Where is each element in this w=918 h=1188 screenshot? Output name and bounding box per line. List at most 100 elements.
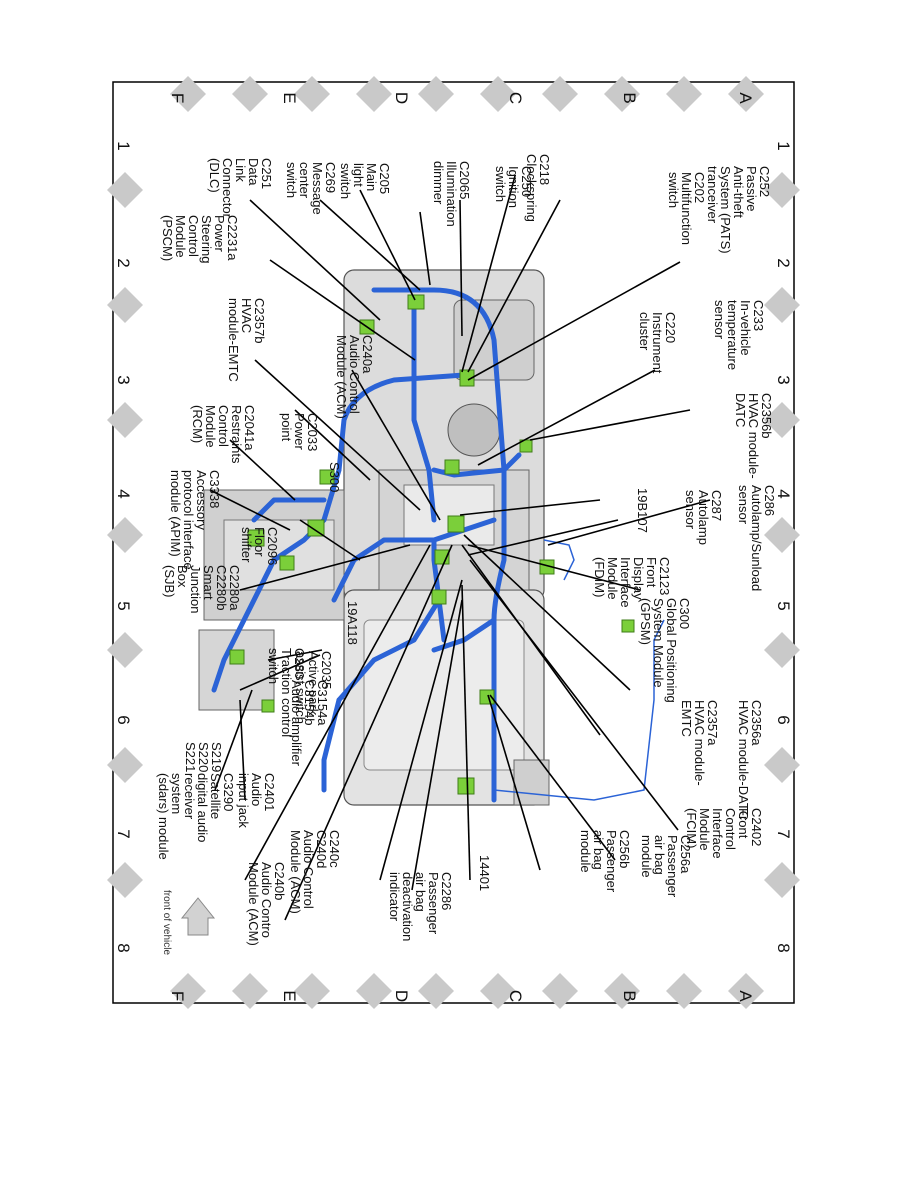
callout-label-line: input jack	[236, 773, 251, 828]
callout-label-line: C220	[663, 312, 678, 343]
callout-label-line: receiver	[182, 773, 197, 820]
callout-label-line: System (PATS)	[718, 166, 733, 254]
callout-label-line: C3154b	[302, 680, 317, 726]
callout-label-line: Smart	[201, 565, 216, 600]
callout-label-line: shifter	[239, 527, 254, 563]
callout-label-line: (FDIM)	[592, 557, 607, 597]
border-diamond	[107, 402, 143, 438]
border-diamond	[356, 76, 392, 112]
callout-label-line: sensor	[683, 490, 698, 530]
callout-label-line: S220	[196, 742, 211, 772]
callout-label-line: C2041a	[242, 405, 257, 451]
callout-label-line: Passenger	[665, 835, 680, 898]
grid-col-label-right: 1	[774, 141, 793, 150]
callout-label-line: Module	[203, 405, 218, 448]
callout-label: 14401	[477, 855, 492, 891]
grid-row-label-top: B	[620, 92, 639, 103]
callout-label-line: C205	[377, 163, 392, 194]
callout-label: C2357aHVAC module-EMTC	[679, 700, 720, 786]
border-diamond	[604, 76, 640, 112]
grid-row-label-bottom: B	[620, 990, 639, 1001]
callout-label-line: Module (ACM)	[288, 830, 303, 914]
border-diamond	[232, 973, 268, 1009]
grid-row-label-top: D	[392, 92, 411, 104]
callout-label: C240cC240dAudio ControlModule (ACM)	[288, 830, 342, 914]
callout-label: C2065Illuminationdimmer	[431, 161, 472, 227]
callout-label: C2041aRestraintsControlModule(RCM)	[190, 405, 257, 464]
border-diamond	[764, 632, 800, 668]
grid-col-label-left: 5	[114, 601, 133, 610]
callout-label-line: assist switch	[293, 651, 308, 724]
callout-label: C286Autolamp/Sunloadsensor	[736, 485, 777, 591]
callout-label-line: C2033	[305, 413, 320, 451]
callout-label-line: Control	[216, 405, 231, 447]
callout-label-line: Autolamp	[696, 490, 711, 545]
callout-label-line: C2401	[262, 773, 277, 811]
callout-label-line: C218	[537, 154, 552, 185]
grid-col-label-left: 1	[114, 141, 133, 150]
grid-col-label-left: 2	[114, 258, 133, 267]
border-diamond	[418, 76, 454, 112]
border-diamond	[764, 517, 800, 553]
callout-label: C256aPassengerair bagmodule	[639, 835, 693, 898]
callout-label-line: Interface	[710, 808, 725, 859]
callout-label-line: module	[639, 835, 654, 878]
callout-label-line: Data	[246, 158, 261, 186]
callout-label-line: light	[351, 163, 366, 187]
callout-label-line: C280	[292, 648, 307, 679]
callout-label-line: Display	[631, 557, 646, 600]
callout-label-line: C2096	[265, 527, 280, 565]
callout-label-line: Clockspring	[524, 154, 539, 222]
callout-label: C2402FrontControlInterfaceModule(FCIM)	[684, 808, 764, 859]
callout-label: C3338Accessoryprotocol interfacemodule (…	[168, 470, 222, 570]
border-diamond	[170, 973, 206, 1009]
callout-label: C3290Satellitedigital audioreceiversyste…	[156, 773, 236, 860]
callout-label-line: Control	[186, 215, 201, 257]
callout-label-line: HVAC module-	[692, 700, 707, 786]
border-diamond	[764, 402, 800, 438]
callout-label-line: deactivation	[400, 872, 415, 941]
callout-label: C2356bHVAC module-DATC	[733, 393, 774, 479]
grid-col-label-left: 8	[114, 943, 133, 952]
border-diamond	[232, 76, 268, 112]
callout-label-line: switch	[338, 163, 353, 199]
callout-label: C2401Audioinput jack	[236, 773, 277, 828]
callout-label-line: 19A118	[345, 601, 360, 645]
callout-label-line: tranceiver	[705, 166, 720, 224]
callout-label: C256bPassengerair bagmodule	[578, 830, 632, 893]
callout-label-line: S300	[327, 462, 342, 492]
callout-label-line: switch	[266, 648, 281, 684]
callout-label-line: In-vehicle	[738, 300, 753, 356]
grid-row-label-top: C	[506, 92, 525, 104]
callout-label-line: C240c	[327, 830, 342, 868]
callout-label: C2357bHVACmodule-EMTC	[226, 298, 267, 382]
callout-label-line: C3290	[221, 773, 236, 811]
callout-label-line: Link	[233, 158, 248, 182]
callout-label-line: Illumination	[444, 161, 459, 227]
grid-col-label-right: 3	[774, 375, 793, 384]
callout-label-line: Traction control	[279, 648, 294, 737]
border-diamond	[666, 76, 702, 112]
callout-label-line: Restraints	[229, 405, 244, 464]
callout-label-line: digital audio	[195, 773, 210, 842]
callout-label: C287Autolampsensor	[683, 490, 724, 545]
callout-label-line: (GPSM)	[638, 598, 653, 645]
callout-label-line: C2065	[457, 161, 472, 199]
callout-label-line: sensor	[712, 300, 727, 340]
callout-label-line: 19B107	[635, 488, 650, 533]
callout-label-line: Accessory	[194, 470, 209, 530]
callout-labels: C252PassiveAnti-theftSystem (PATS)trance…	[156, 154, 777, 946]
callout-label-line: cluster	[637, 312, 652, 351]
grid-row-label-bottom: C	[506, 990, 525, 1002]
callout-label-line: C300	[677, 598, 692, 629]
callout-label-line: Audio Contro	[259, 862, 274, 938]
callout-label: C218Clockspring	[524, 154, 552, 222]
callout-label: C250Ignitionswitch	[493, 166, 534, 208]
border-diamond	[107, 862, 143, 898]
callout-label-line: C2356b	[759, 393, 774, 439]
callout-label-line: Front	[736, 808, 751, 839]
callout-label: C2123FrontDisplayInterfaceModule(FDIM)	[592, 557, 672, 608]
grid-row-label-bottom: D	[392, 990, 411, 1002]
